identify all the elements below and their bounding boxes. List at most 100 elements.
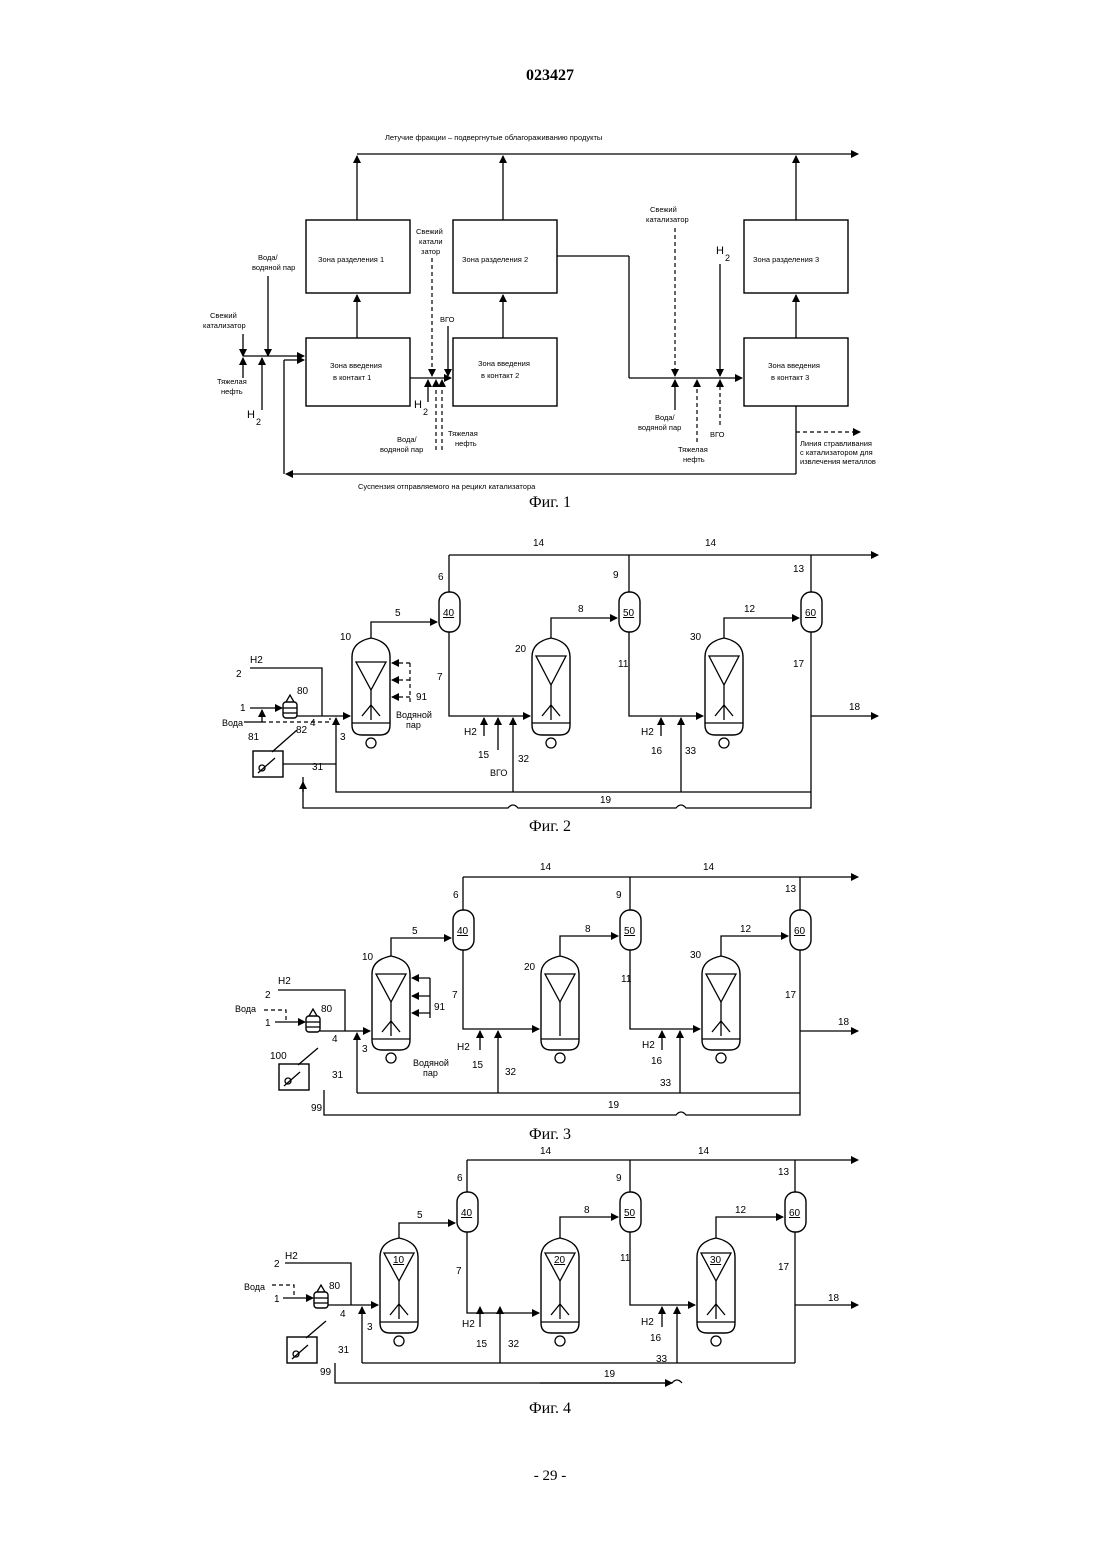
fig1-fresh-cat2-c: затор bbox=[421, 247, 440, 256]
reactor-30 bbox=[705, 638, 743, 748]
stream-1: 1 bbox=[274, 1294, 280, 1305]
mixer-80-label: 80 bbox=[297, 686, 309, 697]
stream-5: 5 bbox=[417, 1210, 423, 1221]
figure-1-caption: Фиг. 1 bbox=[0, 494, 1100, 512]
water-label: Вода bbox=[222, 718, 243, 728]
fig1-bleed-a: Линия стравливания bbox=[800, 439, 872, 448]
stream-1: 1 bbox=[240, 703, 246, 714]
reactor-30-label: 30 bbox=[690, 632, 702, 643]
reactor-30 bbox=[702, 956, 740, 1063]
stream-33: 33 bbox=[685, 746, 697, 757]
stream-3: 3 bbox=[340, 732, 346, 743]
contact-zone-3-label-a: Зона введения bbox=[768, 361, 820, 370]
contact-zone-1 bbox=[306, 338, 410, 406]
stream-9: 9 bbox=[616, 1173, 622, 1184]
stream-31: 31 bbox=[332, 1070, 344, 1081]
stream-31: 31 bbox=[312, 762, 324, 773]
reactor-10-label: 10 bbox=[340, 632, 352, 643]
separator-50-label: 50 bbox=[624, 926, 636, 937]
stream-33: 33 bbox=[660, 1078, 672, 1089]
separator-50-label: 50 bbox=[623, 608, 635, 619]
h2-label: H2 bbox=[457, 1042, 470, 1053]
stream-14: 14 bbox=[540, 1146, 552, 1157]
stream-14: 14 bbox=[540, 862, 552, 873]
stream-2: 2 bbox=[265, 990, 271, 1001]
stream-17: 17 bbox=[778, 1262, 790, 1273]
stream-1: 1 bbox=[265, 1018, 271, 1029]
contact-zone-1-label-b: в контакт 1 bbox=[333, 373, 371, 382]
fig1-heavy-oil-label-b: нефть bbox=[221, 387, 243, 396]
mixer-80 bbox=[283, 695, 297, 718]
vgo-label: ВГО bbox=[490, 768, 507, 778]
stream-18: 18 bbox=[828, 1293, 840, 1304]
fig1-fresh-cat3-b: катализатор bbox=[646, 215, 689, 224]
fig1-h2-3-sub: 2 bbox=[725, 253, 730, 263]
stream-16: 16 bbox=[650, 1333, 662, 1344]
stream-32: 32 bbox=[505, 1067, 517, 1078]
figure-3-process-diagram: 14 14 6 9 13 40 50 60 10 20 30 5 8 12 bbox=[0, 850, 1100, 1135]
stream-7: 7 bbox=[456, 1266, 462, 1277]
fig1-vgo3-label: ВГО bbox=[710, 430, 725, 439]
steam-label: пар bbox=[423, 1068, 438, 1078]
stream-15: 15 bbox=[476, 1339, 488, 1350]
stream-13: 13 bbox=[778, 1167, 790, 1178]
separator-40-label: 40 bbox=[461, 1208, 473, 1219]
stream-5: 5 bbox=[395, 608, 401, 619]
reactor-20 bbox=[541, 956, 579, 1063]
fig1-water-label-a: Вода/ bbox=[258, 253, 279, 262]
fig1-h2-3-label: H bbox=[716, 245, 724, 257]
steam-label: Водяной bbox=[396, 710, 432, 720]
stream-16: 16 bbox=[651, 1056, 663, 1067]
fig1-bleed-b: с катализатором для bbox=[800, 448, 873, 457]
reactor-30-label: 30 bbox=[690, 950, 702, 961]
stream-6: 6 bbox=[438, 572, 444, 583]
fig1-water-label-b: водяной пар bbox=[252, 263, 295, 272]
fig1-bleed-c: извлечения металлов bbox=[800, 457, 876, 466]
h2-label: H2 bbox=[464, 727, 477, 738]
stream-17: 17 bbox=[793, 659, 805, 670]
stream-15: 15 bbox=[472, 1060, 484, 1071]
stream-14: 14 bbox=[703, 862, 715, 873]
h2-label: H2 bbox=[641, 1317, 654, 1328]
fig1-h2-2-label: H bbox=[414, 399, 422, 411]
stream-99: 99 bbox=[320, 1367, 332, 1378]
stream-9: 9 bbox=[616, 890, 622, 901]
fig1-heavy-oil-label-a: Тяжелая bbox=[217, 377, 247, 386]
reactor-10 bbox=[372, 956, 410, 1063]
fig1-h2-label: H bbox=[247, 409, 255, 421]
fig1-water2-a: Вода/ bbox=[397, 435, 418, 444]
stream-11: 11 bbox=[620, 1253, 631, 1264]
water-label: Вода bbox=[244, 1282, 265, 1292]
stream-14: 14 bbox=[705, 538, 717, 549]
water-label: Вода bbox=[235, 1004, 256, 1014]
fig1-heavy3-b: нефть bbox=[683, 455, 705, 464]
stream-13: 13 bbox=[785, 884, 797, 895]
reactor-30-label: 30 bbox=[710, 1255, 722, 1266]
tank-100-label: 100 bbox=[270, 1051, 287, 1062]
reactor-20-label: 20 bbox=[524, 962, 536, 973]
fig1-bottom-line-label: Суспензия отправляемого на рецикл катали… bbox=[358, 482, 536, 491]
contact-zone-3-label-b: в контакт 3 bbox=[771, 373, 809, 382]
fig1-h2-2-sub: 2 bbox=[423, 407, 428, 417]
figure-4-process-diagram: 14 14 6 9 13 40 50 60 10 20 30 5 8 1 bbox=[0, 1145, 1100, 1400]
h2-label: H2 bbox=[462, 1319, 475, 1330]
stream-6: 6 bbox=[457, 1173, 463, 1184]
figure-3-caption: Фиг. 3 bbox=[0, 1126, 1100, 1144]
stream-32: 32 bbox=[508, 1339, 520, 1350]
stream-19: 19 bbox=[604, 1369, 616, 1380]
h2-label: H2 bbox=[642, 1040, 655, 1051]
reactor-10-label: 10 bbox=[362, 952, 374, 963]
h2-label: H2 bbox=[285, 1251, 298, 1262]
stream-12: 12 bbox=[744, 604, 756, 615]
page-number: - 29 - bbox=[0, 1468, 1100, 1485]
stream-8: 8 bbox=[584, 1205, 590, 1216]
stream-99: 99 bbox=[311, 1103, 323, 1114]
fig1-fresh-cat3-a: Свежий bbox=[650, 205, 677, 214]
steam-label: Водяной bbox=[413, 1058, 449, 1068]
stream-12: 12 bbox=[735, 1205, 747, 1216]
document-number: 023427 bbox=[0, 67, 1100, 85]
fig1-heavy2-b: нефть bbox=[455, 439, 477, 448]
separator-60-label: 60 bbox=[805, 608, 817, 619]
figure-4-caption: Фиг. 4 bbox=[0, 1400, 1100, 1418]
separation-zone-2-label: Зона разделения 2 bbox=[462, 255, 528, 264]
